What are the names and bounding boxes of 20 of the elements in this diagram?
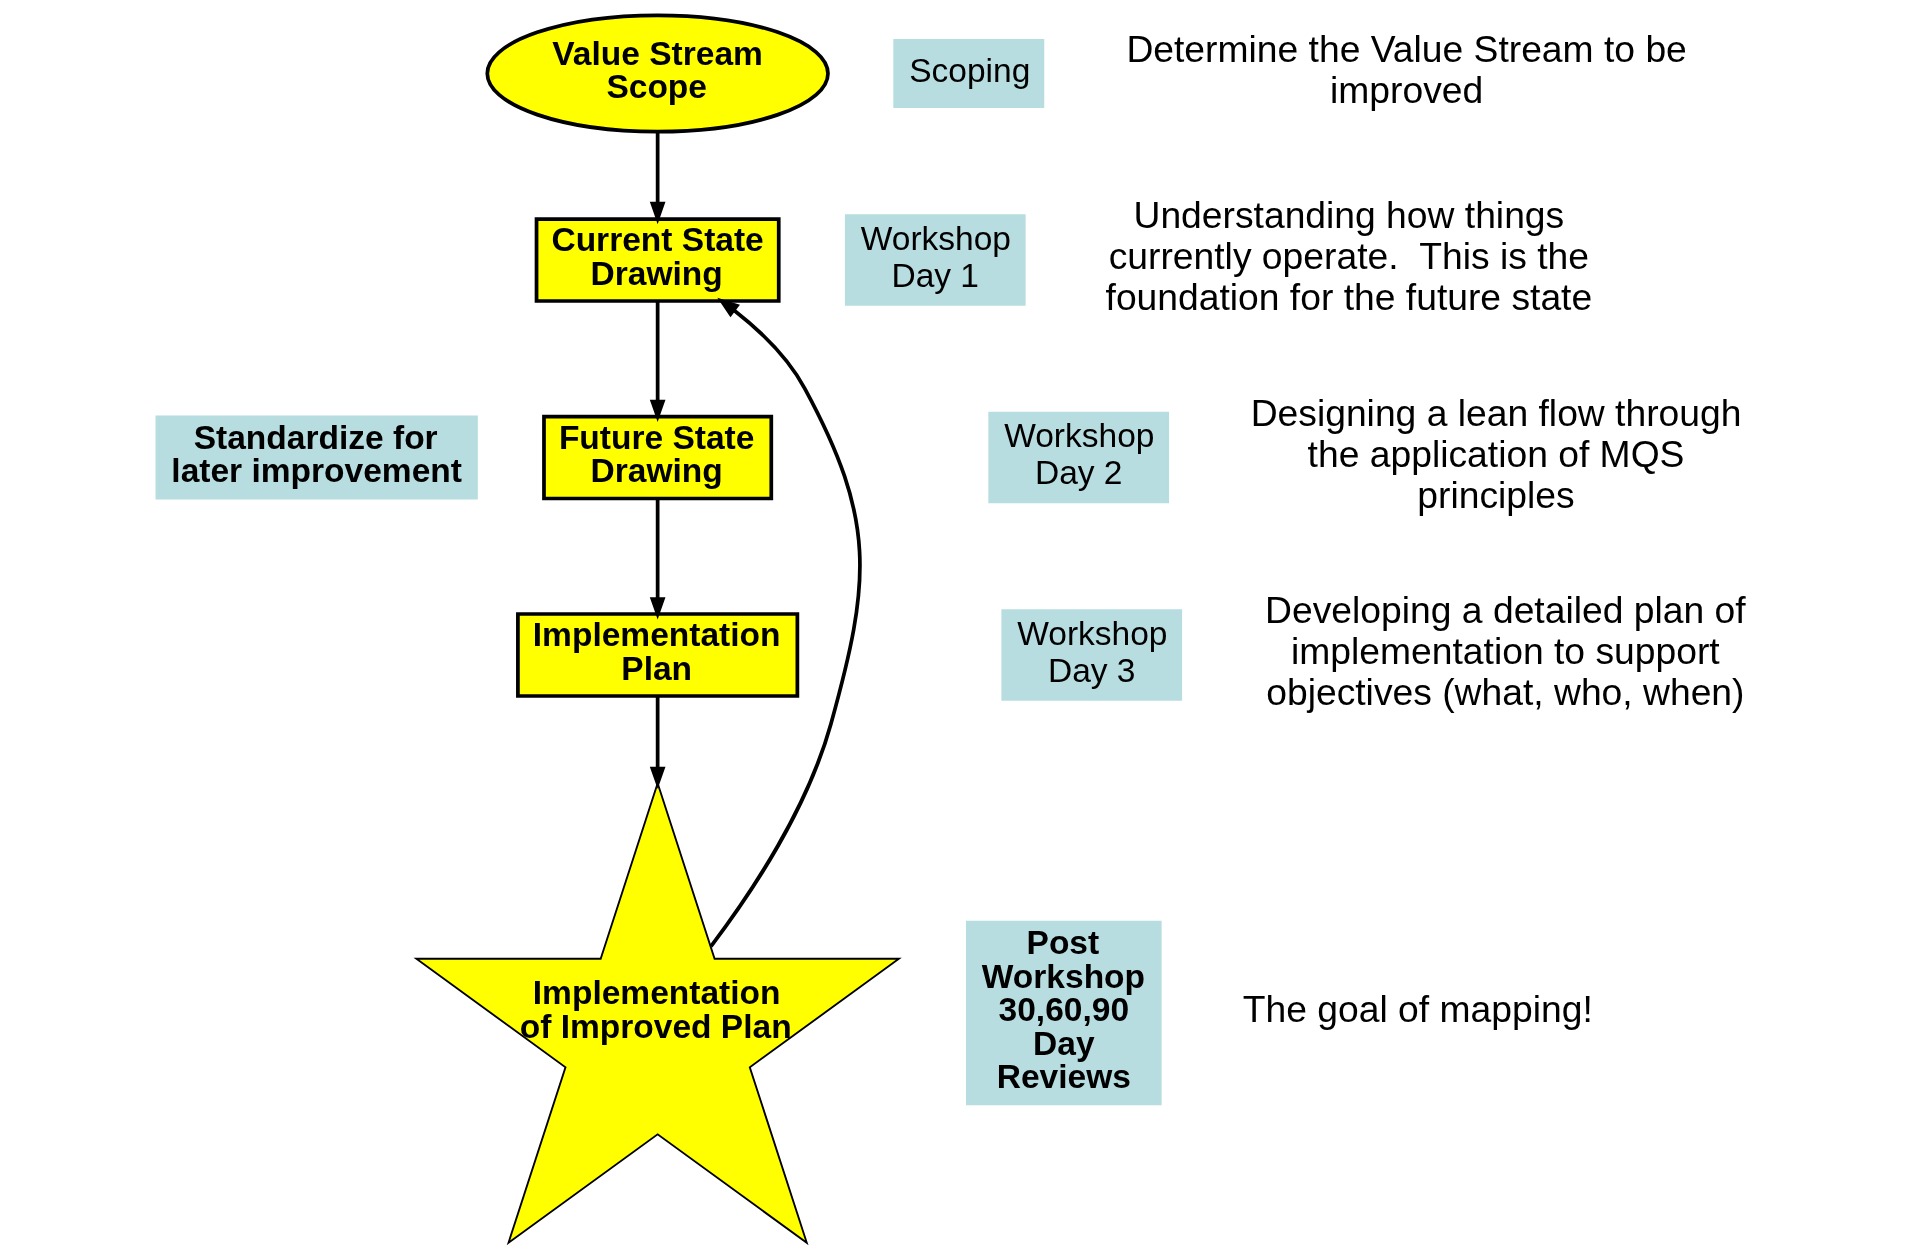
node-box: Current State Drawing: [534, 217, 781, 303]
node-box: Implementation Plan: [515, 612, 799, 698]
node-box: Future State Drawing: [541, 414, 773, 501]
arrow: [649, 301, 665, 423]
arrow: [649, 131, 665, 225]
node-box: Post Workshop 30,60,90 Day Reviews: [965, 920, 1162, 1106]
label: Designing a lean flow through the application of MQS principles: [1250, 391, 1741, 516]
arrow: [649, 498, 665, 620]
node-box: Workshop Day 2: [987, 411, 1169, 504]
arrow: [649, 696, 665, 790]
node-box: Standardize for later improvement: [155, 415, 478, 500]
label: The goal of mapping!: [1242, 988, 1593, 1031]
arrow: [708, 297, 862, 948]
label: Understanding how things currently operate. This is the foundation for the future state: [1105, 194, 1592, 319]
label: Determine the Value Stream to be improved: [1125, 28, 1687, 112]
node-box: Workshop Day 3: [1000, 609, 1182, 701]
node-box: Workshop Day 1: [844, 214, 1026, 306]
label: Developing a detailed plan of implementation to support objectives (what, who, when): [1264, 589, 1746, 714]
node-ellipse: Value Stream Scope: [484, 13, 830, 134]
node-box: Scoping: [892, 39, 1044, 108]
